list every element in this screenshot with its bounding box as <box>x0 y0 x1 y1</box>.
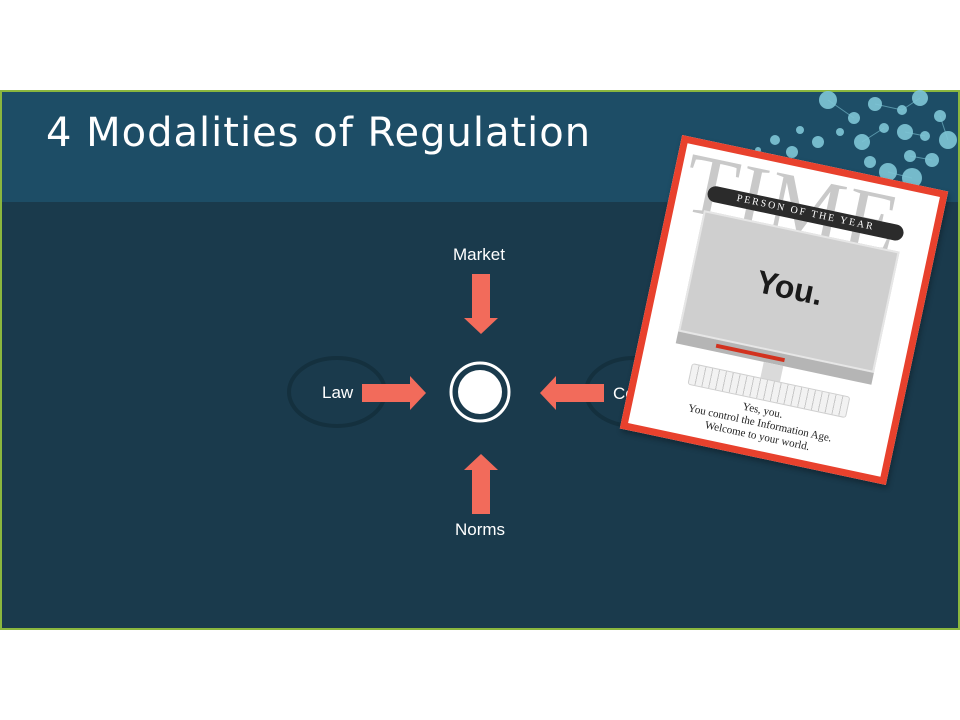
slide-title: 4 Modalities of Regulation <box>46 110 592 156</box>
arrow-law-right <box>362 376 426 410</box>
node-market: Market <box>453 245 505 264</box>
slide-header: 4 Modalities of Regulation <box>2 92 958 202</box>
arrow-market-down <box>464 274 498 334</box>
cover-headline: You. <box>753 263 827 313</box>
node-norms: Norms <box>455 520 506 539</box>
arrow-code-left <box>540 376 604 410</box>
center-circle <box>449 361 511 423</box>
arrow-norms-up <box>464 454 498 514</box>
center-circle-fill <box>458 370 502 414</box>
node-law: Law <box>322 383 354 402</box>
